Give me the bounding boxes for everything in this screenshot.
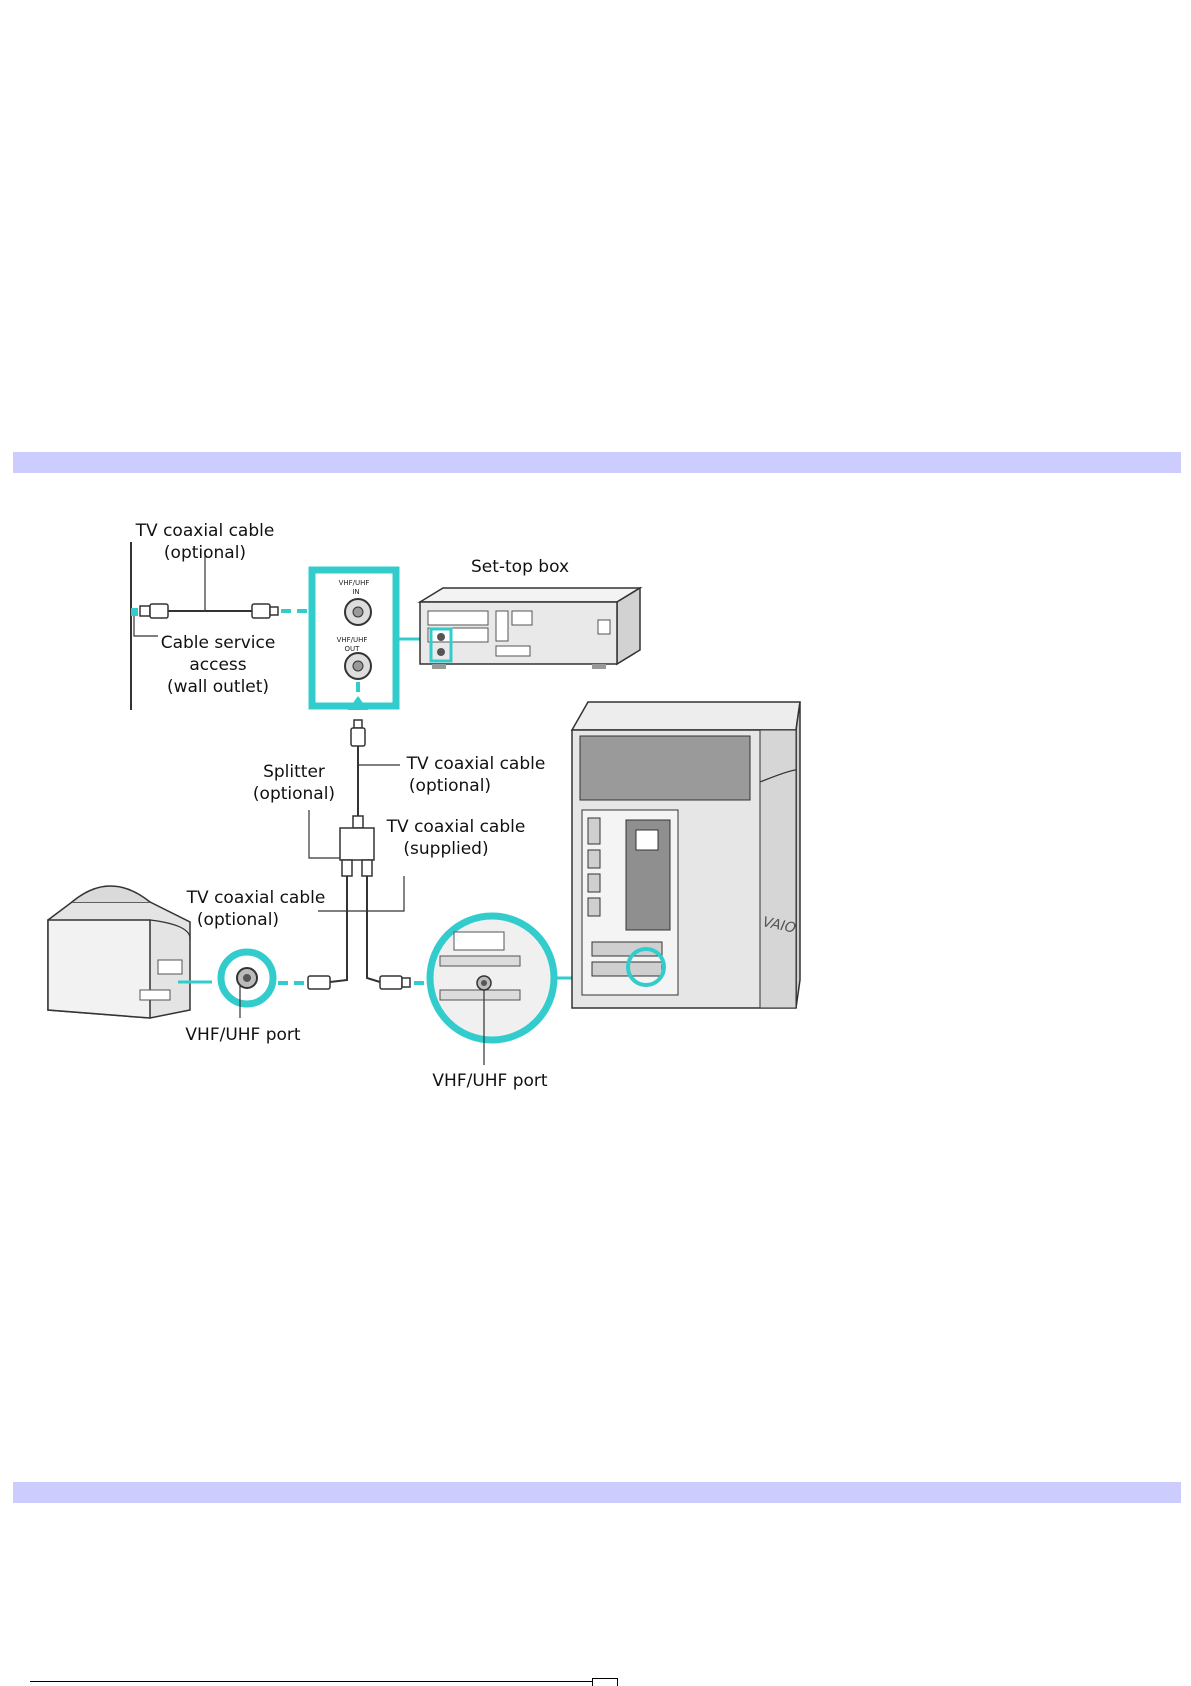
port-out-label: VHF/UHF bbox=[337, 636, 368, 644]
label-wall-outlet-2: access bbox=[189, 655, 246, 675]
splitter-output-cables bbox=[308, 860, 410, 989]
label-splitter: Splitter bbox=[263, 762, 325, 782]
label-coax-wall-optional: (optional) bbox=[164, 543, 246, 563]
label-tv-vhf-port: VHF/UHF port bbox=[185, 1025, 301, 1045]
coax-to-splitter bbox=[351, 720, 365, 828]
label-wall-outlet-3: (wall outlet) bbox=[167, 677, 269, 697]
leader-coax-supplied bbox=[318, 876, 404, 911]
label-coax-mid-optional: (optional) bbox=[409, 776, 491, 796]
label-coax-tv-optional: (optional) bbox=[197, 910, 279, 930]
splitter-device bbox=[340, 828, 374, 860]
label-coax-supplied: TV coaxial cable bbox=[386, 817, 526, 837]
label-coax-tv: TV coaxial cable bbox=[186, 888, 326, 908]
wall-coax-cable bbox=[140, 604, 278, 618]
wall-outlet-icon bbox=[131, 608, 138, 616]
label-coax-supplied-note: (supplied) bbox=[403, 839, 488, 859]
settop-port-zoom-panel: VHF/UHF IN VHF/UHF OUT bbox=[312, 570, 396, 706]
section-divider-bottom bbox=[13, 1482, 1181, 1503]
settop-box-device bbox=[420, 588, 640, 669]
leader-wall-outlet bbox=[134, 616, 158, 636]
leader-splitter bbox=[309, 810, 340, 858]
pc-tower-device: VAIO bbox=[572, 702, 800, 1008]
connection-diagram: VHF/UHF IN VHF/UHF OUT bbox=[0, 470, 1191, 1110]
label-settop-box: Set-top box bbox=[471, 557, 569, 577]
pc-port-zoom bbox=[430, 916, 554, 1040]
port-in-sub: IN bbox=[352, 588, 359, 596]
footer-rule bbox=[30, 1681, 600, 1682]
tv-device bbox=[48, 886, 190, 1018]
label-coax-mid: TV coaxial cable bbox=[406, 754, 546, 774]
label-wall-outlet-1: Cable service bbox=[161, 633, 276, 653]
port-in-label: VHF/UHF bbox=[339, 579, 370, 587]
label-splitter-optional: (optional) bbox=[253, 784, 335, 804]
label-pc-vhf-port: VHF/UHF port bbox=[432, 1071, 548, 1091]
label-coax-wall: TV coaxial cable bbox=[135, 521, 275, 541]
port-out-sub: OUT bbox=[345, 645, 361, 653]
